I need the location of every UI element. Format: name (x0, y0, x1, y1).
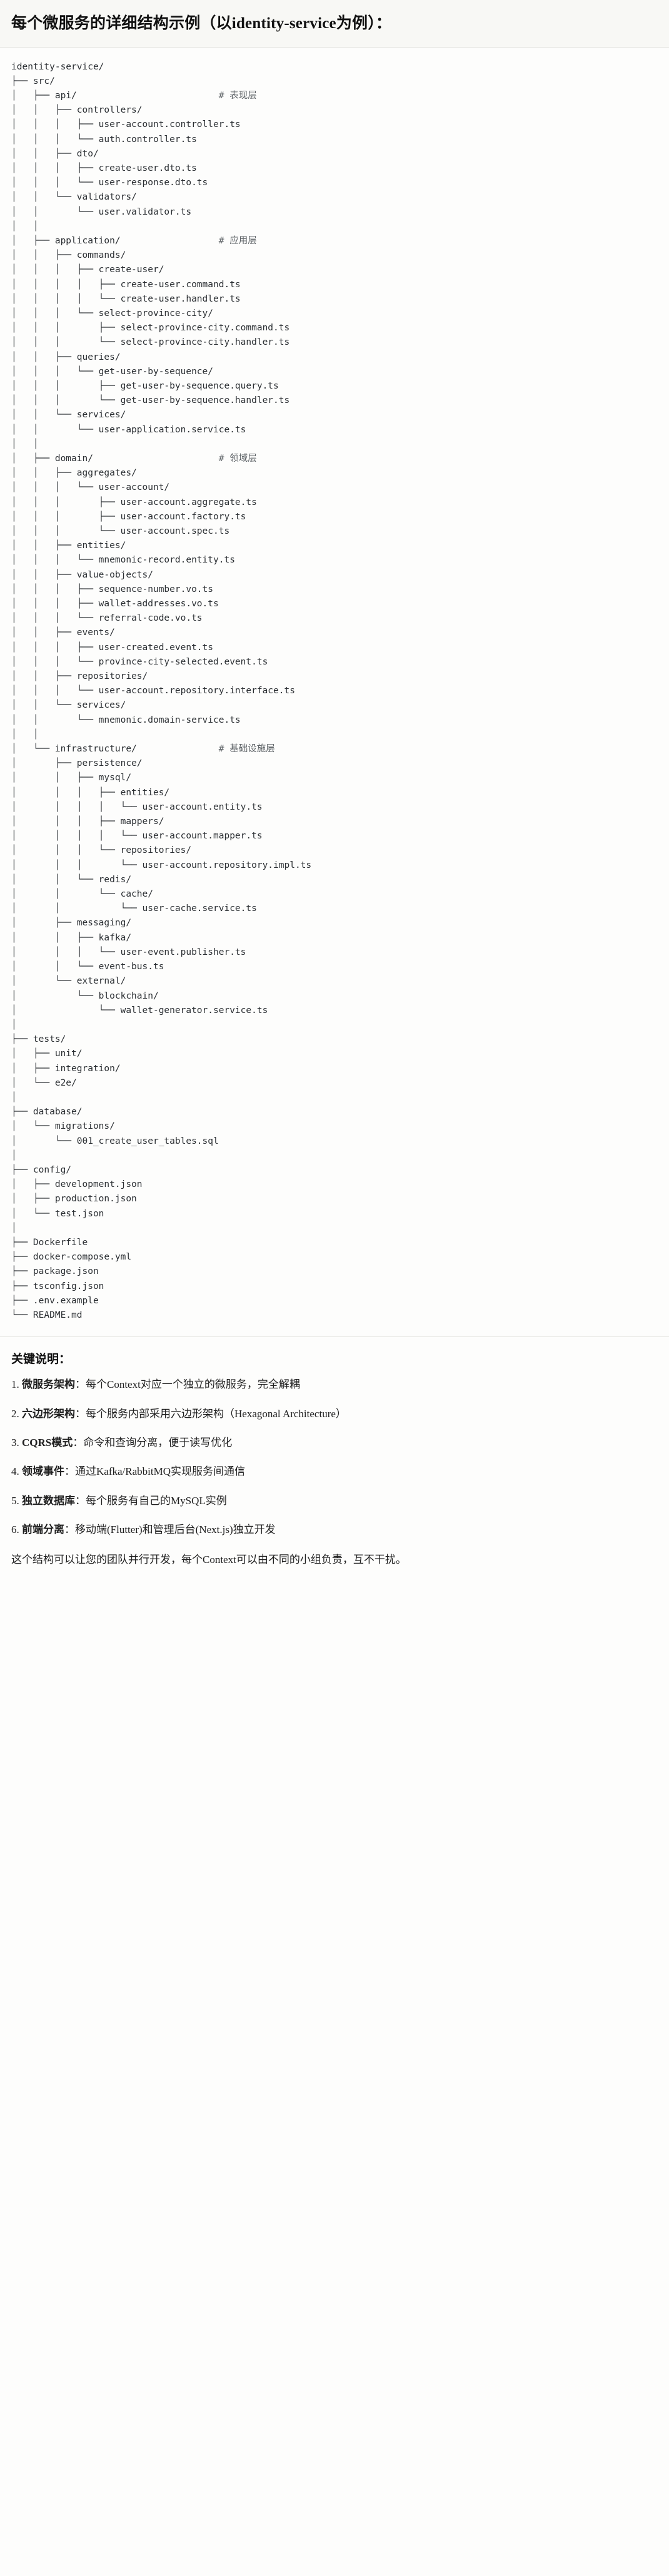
list-item: 2. 六边形架构：每个服务内部采用六边形架构（Hexagonal Archite… (11, 1406, 658, 1422)
closing-paragraph: 这个结构可以让您的团队并行开发，每个Context可以由不同的小组负责，互不干扰… (11, 1554, 406, 1566)
list-item-term: CQRS模式 (22, 1436, 73, 1448)
list-item-term: 六边形架构 (22, 1407, 75, 1420)
list-item-number: 6. (11, 1523, 19, 1535)
list-item: 5. 独立数据库：每个服务有自己的MySQL实例 (11, 1493, 658, 1509)
list-item-body: 每个服务内部采用六边形架构（Hexagonal Architecture） (86, 1407, 346, 1420)
tree-layer-comment: # 表现层 (218, 90, 257, 101)
list-item-body: 每个服务有自己的MySQL实例 (86, 1494, 227, 1507)
key-notes-list: 1. 微服务架构：每个Context对应一个独立的微服务，完全解耦 2. 六边形… (11, 1377, 658, 1538)
list-item-term: 微服务架构 (22, 1378, 75, 1391)
list-item-body: 通过Kafka/RabbitMQ实现服务间通信 (75, 1465, 245, 1478)
list-item-body: 移动端(Flutter)和管理后台(Next.js)独立开发 (75, 1523, 276, 1535)
list-item-body: 命令和查询分离，便于读写优化 (83, 1436, 233, 1448)
tree-layer-comment: # 基础设施层 (218, 744, 275, 755)
list-item-term: 前端分离 (22, 1523, 64, 1535)
list-item: 3. CQRS模式：命令和查询分离，便于读写优化 (11, 1435, 658, 1451)
list-item-separator: ： (64, 1523, 75, 1535)
document-header: 每个微服务的详细结构示例（以identity-service为例）： (0, 0, 669, 48)
list-item-body: 每个Context对应一个独立的微服务，完全解耦 (86, 1378, 300, 1391)
list-item: 6. 前端分离：移动端(Flutter)和管理后台(Next.js)独立开发 (11, 1522, 658, 1538)
list-item-separator: ： (75, 1407, 86, 1420)
tree-layer-comment: # 领域层 (218, 453, 257, 464)
directory-tree-code: identity-service/ ├── src/ │ ├── api/ # … (11, 61, 312, 1320)
list-item: 1. 微服务架构：每个Context对应一个独立的微服务，完全解耦 (11, 1377, 658, 1393)
list-item-number: 1. (11, 1378, 19, 1391)
list-item-number: 4. (11, 1465, 19, 1478)
list-item-term: 领域事件 (22, 1465, 64, 1478)
directory-tree-block: identity-service/ ├── src/ │ ├── api/ # … (0, 47, 669, 1337)
key-notes-title: 关键说明： (11, 1353, 71, 1367)
page-title: 每个微服务的详细结构示例（以identity-service为例）： (11, 15, 392, 32)
list-item-separator: ： (75, 1378, 86, 1391)
list-item-number: 3. (11, 1436, 19, 1448)
list-item-separator: ： (75, 1494, 86, 1507)
tree-layer-comment: # 应用层 (218, 235, 257, 246)
list-item-separator: ： (73, 1436, 84, 1448)
list-item-number: 2. (11, 1407, 19, 1420)
key-notes-block: 关键说明： 1. 微服务架构：每个Context对应一个独立的微服务，完全解耦 … (0, 1336, 669, 1585)
list-item-number: 5. (11, 1494, 19, 1507)
list-item-term: 独立数据库 (22, 1494, 75, 1507)
list-item: 4. 领域事件：通过Kafka/RabbitMQ实现服务间通信 (11, 1464, 658, 1480)
directory-tree-pre[interactable]: identity-service/ ├── src/ │ ├── api/ # … (11, 60, 658, 1323)
list-item-separator: ： (64, 1465, 75, 1478)
